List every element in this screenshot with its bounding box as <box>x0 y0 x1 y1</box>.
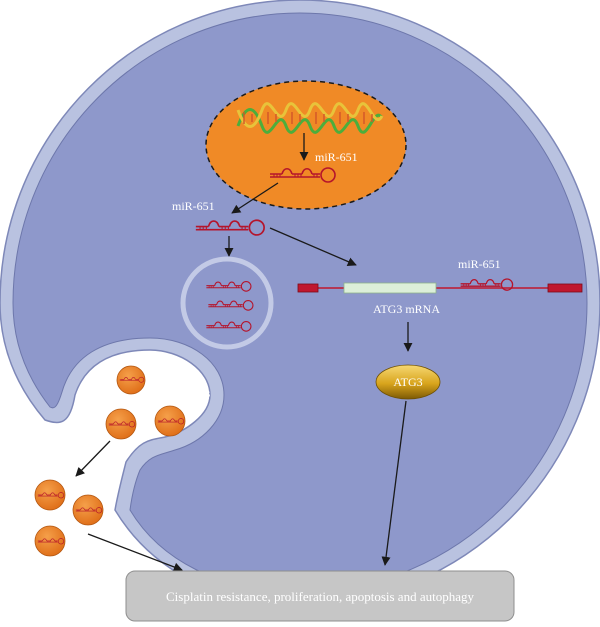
outcome-box <box>125 570 515 622</box>
atg3-mrna <box>297 282 583 294</box>
cytoplasm <box>12 12 588 593</box>
arrow-exosome-release <box>75 440 111 477</box>
dna-helix-icon <box>236 102 384 134</box>
atg3-mrna-label: ATG3 mRNA <box>373 302 440 316</box>
exosome <box>116 365 146 395</box>
mir651-cytoplasm-label: miR-651 <box>172 199 215 213</box>
outcome-label: Cisplatin resistance, proliferation, apo… <box>166 589 474 604</box>
arrow-exosome-to-outcome <box>87 533 183 572</box>
multivesicular-body <box>180 256 274 350</box>
exosome-group-inner <box>105 365 186 440</box>
exosomes-label: Exosomes <box>161 386 211 400</box>
arrow-to-mrna <box>269 227 357 266</box>
atg3-protein <box>375 364 441 400</box>
arrow-export <box>231 182 279 214</box>
mir651-mrna-label: miR-651 <box>458 257 501 271</box>
arrow-atg3-to-outcome <box>381 400 407 566</box>
nucleus <box>205 80 407 210</box>
mir651-nucleus-label: miR-651 <box>315 150 358 164</box>
atg3-protein-label: ATG3 <box>393 375 422 389</box>
exosome-group-released <box>34 479 104 557</box>
